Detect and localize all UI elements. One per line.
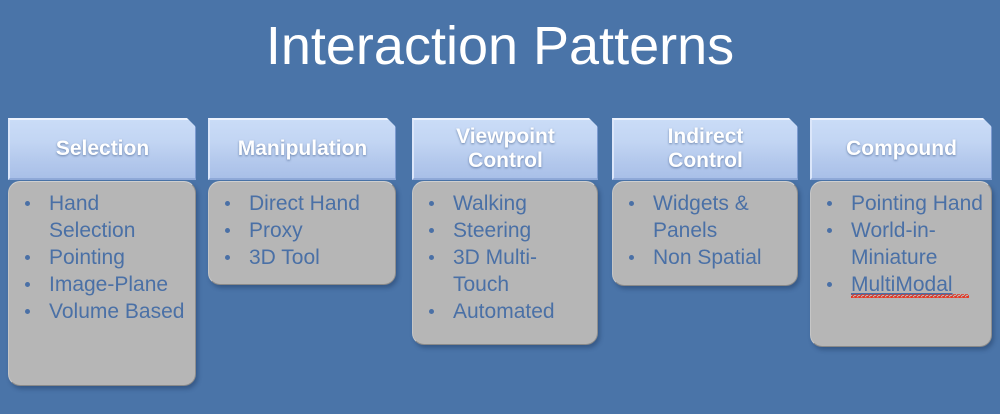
bullet-dot-icon: [429, 255, 434, 260]
column-header-label: Selection: [55, 137, 150, 160]
bullet-dot-icon: [25, 309, 30, 314]
list-item-label: Non Spatial: [653, 246, 762, 269]
list-item[interactable]: Proxy: [217, 217, 389, 244]
bullet-dot-icon: [827, 201, 832, 206]
list-item[interactable]: MultiModal: [819, 271, 985, 298]
bullet-dot-icon: [827, 228, 832, 233]
list-item-label: Volume Based: [49, 300, 185, 323]
list-item-label: 3D Tool: [249, 246, 320, 269]
list-item[interactable]: Hand Selection: [17, 190, 189, 244]
column-header-selection[interactable]: Selection: [8, 118, 196, 180]
column-header-label: Manipulation: [237, 137, 368, 160]
list-item[interactable]: Widgets & Panels: [621, 190, 791, 244]
page-title: Interaction Patterns: [265, 16, 735, 76]
list-item-label: Hand Selection: [49, 192, 136, 242]
list-item-label: Automated: [453, 300, 555, 323]
column-header-label: Viewpoint Control: [456, 125, 555, 172]
list-item-label: Image-Plane: [49, 273, 169, 296]
bullet-dot-icon: [827, 282, 832, 287]
bullet-dot-icon: [25, 282, 30, 287]
list-item[interactable]: 3D Multi-Touch: [421, 244, 591, 298]
list-item-label: Proxy: [249, 219, 303, 242]
bullet-dot-icon: [225, 255, 230, 260]
list-item[interactable]: Image-Plane: [17, 271, 189, 298]
list-item-label: Steering: [453, 219, 532, 242]
list-item-label: MultiModal: [851, 273, 953, 296]
column-header-label: Compound: [846, 137, 957, 160]
header-plate-side-face: [991, 124, 1000, 186]
bullet-dot-icon: [429, 201, 434, 206]
list-item[interactable]: World-in-Miniature: [819, 217, 985, 271]
bullet-dot-icon: [25, 201, 30, 206]
column-header-manipulation[interactable]: Manipulation: [208, 118, 396, 180]
header-plate-side-face: [797, 124, 806, 186]
list-item[interactable]: Volume Based: [17, 298, 189, 325]
list-item[interactable]: Pointing: [17, 244, 189, 271]
list-item[interactable]: Non Spatial: [621, 244, 791, 271]
list-item[interactable]: Pointing Hand: [819, 190, 985, 217]
list-item-label: World-in-Miniature: [851, 219, 938, 269]
column-header-indirect-control[interactable]: Indirect Control: [612, 118, 798, 180]
bullet-dot-icon: [629, 201, 634, 206]
list-item[interactable]: Direct Hand: [217, 190, 389, 217]
bullet-dot-icon: [225, 201, 230, 206]
list-item-label: Walking: [453, 192, 527, 215]
list-item-label: Widgets & Panels: [653, 192, 749, 242]
header-plate-side-face: [597, 124, 606, 186]
list-item-label: 3D Multi-Touch: [453, 246, 538, 296]
bullet-dot-icon: [429, 309, 434, 314]
list-item[interactable]: Walking: [421, 190, 591, 217]
list-item-label: Pointing: [49, 246, 125, 269]
list-item[interactable]: Automated: [421, 298, 591, 325]
header-plate-side-face: [395, 124, 404, 186]
bullet-dot-icon: [225, 228, 230, 233]
column-header-viewpoint-control[interactable]: Viewpoint Control: [412, 118, 598, 180]
bullet-dot-icon: [25, 255, 30, 260]
bullet-dot-icon: [629, 255, 634, 260]
list-item-label: Pointing Hand: [851, 192, 983, 215]
bullet-dot-icon: [429, 228, 434, 233]
header-plate-side-face: [195, 124, 204, 186]
column-header-compound[interactable]: Compound: [810, 118, 992, 180]
list-item-label: Direct Hand: [249, 192, 360, 215]
column-header-label: Indirect Control: [667, 125, 744, 172]
spellcheck-squiggle-icon: [851, 294, 969, 298]
list-item[interactable]: Steering: [421, 217, 591, 244]
list-item[interactable]: 3D Tool: [217, 244, 389, 271]
